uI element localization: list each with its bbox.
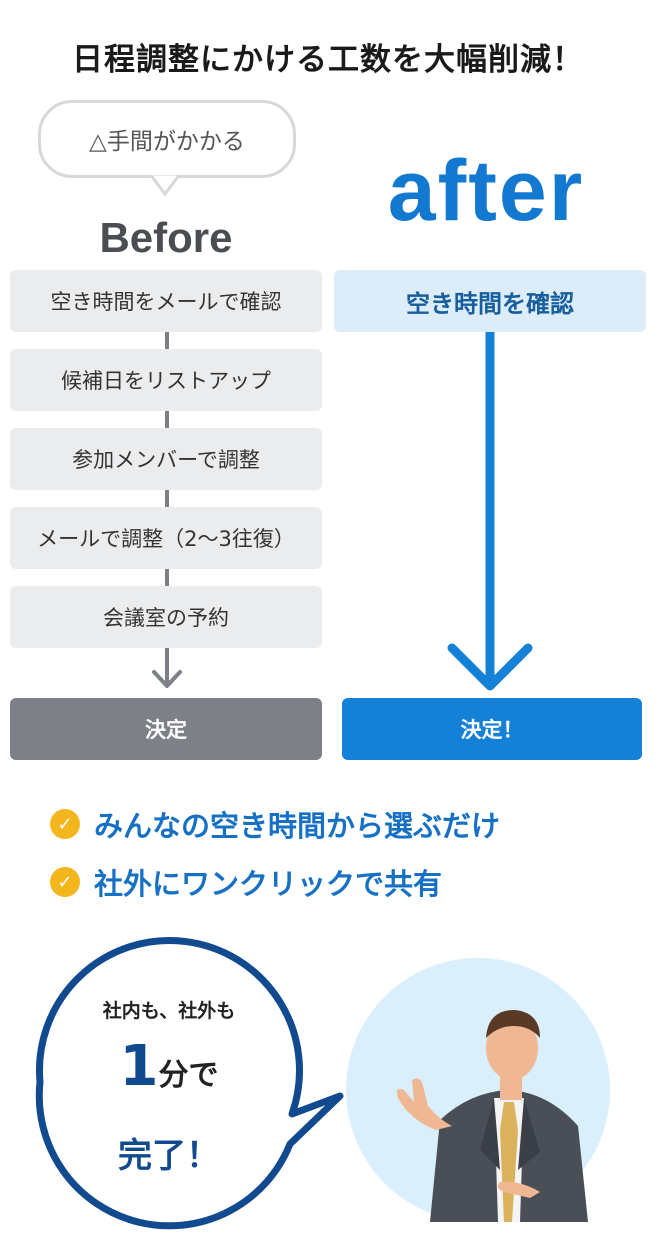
check-icon: ✓	[50, 867, 80, 897]
after-decide-box: 決定！	[342, 698, 642, 760]
before-step-3: 参加メンバーで調整	[10, 428, 322, 490]
speech-duration: 1分で	[44, 1034, 294, 1099]
after-down-arrow	[447, 332, 533, 691]
before-decide-box: 決定	[10, 698, 322, 760]
bubble-tail	[148, 174, 182, 197]
feature-item-1: ✓ みんなの空き時間から選ぶだけ	[50, 804, 500, 844]
speech-unit: 分で	[158, 1058, 219, 1093]
speech-bubble-outline	[35, 937, 344, 1230]
before-step-1: 空き時間をメールで確認	[10, 270, 322, 332]
before-step-2: 候補日をリストアップ	[10, 349, 322, 411]
speech-line-1: 社内も、社外も	[102, 1000, 236, 1022]
bottom-illustration	[35, 937, 610, 1230]
before-label: Before	[99, 214, 233, 261]
speech-line-3: 完了！	[118, 1136, 220, 1176]
businessman-illustration	[396, 1010, 588, 1222]
hassle-speech-bubble: △手間がかかる	[38, 100, 296, 178]
feature-text: 社外にワンクリックで共有	[94, 867, 443, 901]
page-title: 日程調整にかける工数を大幅削減！	[72, 42, 584, 78]
check-icon: ✓	[50, 809, 80, 839]
after-label: after	[387, 143, 585, 239]
feature-item-2: ✓ 社外にワンクリックで共有	[50, 862, 442, 902]
speech-number: 1	[119, 1034, 159, 1099]
before-step-4: メールで調整（2〜3往復）	[10, 507, 322, 569]
after-step: 空き時間を確認	[334, 270, 646, 332]
before-step-5: 会議室の予約	[10, 586, 322, 648]
feature-text: みんなの空き時間から選ぶだけ	[94, 809, 501, 843]
